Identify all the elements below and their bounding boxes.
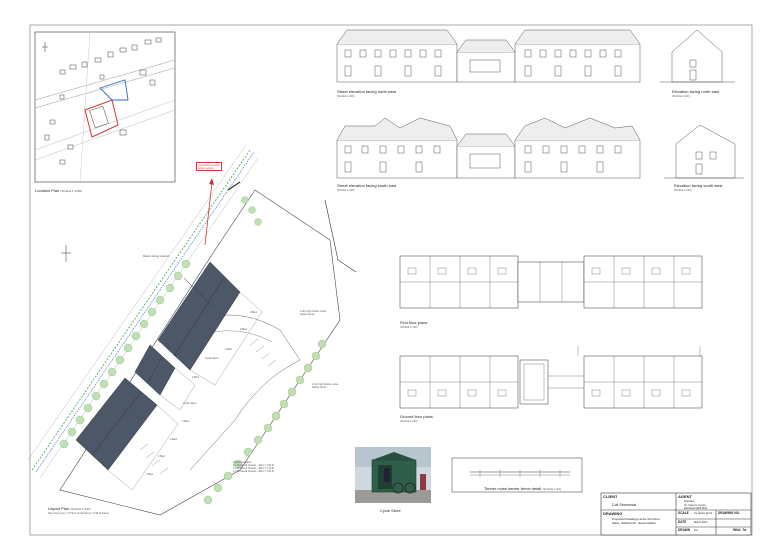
sewer-note: connection to main sewer system xyxy=(196,162,222,171)
elevation-ne-label: Elevation facing north east xyxy=(672,89,720,94)
schedule-title: Accommodation xyxy=(233,461,252,464)
hedge-note: Mature hedge retained xyxy=(143,255,170,258)
elevation-sw-label: Elevation facing south west xyxy=(674,183,723,188)
schedule-row: 4 x Terraced houses - 69m² / 742 ft² xyxy=(233,464,275,467)
first-floor-plan xyxy=(399,255,703,309)
drawing-no-heading: DRAWING NO. xyxy=(718,511,740,515)
drawn-heading: DRAWN xyxy=(678,528,691,532)
agent-line: St. Owen's Cross, xyxy=(684,502,707,507)
client-name: Colt Simmonds xyxy=(612,503,637,507)
drawing-no-value: Whit. 7a xyxy=(733,528,746,532)
first-floor-scale: (SCALE 1:100) xyxy=(400,326,418,329)
location-plan xyxy=(34,31,176,183)
agent-heading: AGENT xyxy=(678,494,692,499)
location-plan-label: Location Plan (SCALE 1:1250) xyxy=(35,188,83,193)
drawing-line: Proposed Dwellings at the Furniture xyxy=(612,517,660,521)
title-block-frame xyxy=(600,492,752,536)
schedule-row: 4 x Terraced houses - 69m² / 742 ft² xyxy=(233,467,275,470)
bed-label: 2 Bed xyxy=(225,348,232,351)
elevation-ne xyxy=(660,29,735,83)
street-elevation-nw-scale: (SCALE 1:100) xyxy=(337,95,355,98)
elevation-ne-scale: (SCALE 1:100) xyxy=(672,95,690,98)
cycle-store-note: Cycle Store xyxy=(205,357,219,360)
elevation-sw xyxy=(664,124,744,179)
scale-value: As shown @ A1 xyxy=(694,512,713,515)
fence-detail xyxy=(451,457,583,493)
ground-floor-plan xyxy=(399,346,703,409)
date-heading: DATE xyxy=(678,520,687,524)
bed-label: 2 Bed xyxy=(170,438,177,441)
scale-heading: SCALE xyxy=(678,511,689,515)
site-area-note: Site Area (net) = 1773m² (0.44 acres) / … xyxy=(48,512,109,515)
ground-floor-scale: (SCALE 1:100) xyxy=(400,420,418,423)
elevation-sw-scale: (SCALE 1:100) xyxy=(674,189,692,192)
street-elevation-nw-label: Street elevation facing north west xyxy=(337,89,397,94)
schedule-row: 2 x Terraced houses - 69m² / 742 ft² xyxy=(233,470,275,473)
client-heading: CLIENT xyxy=(603,494,618,499)
first-floor-label: First floor plans xyxy=(400,320,428,325)
street-elevation-se xyxy=(336,117,641,179)
drawn-value: AH xyxy=(694,529,698,532)
drawing-heading: DRAWING xyxy=(603,511,623,516)
fence-note: 2.4m high timber noise barrier fence xyxy=(300,310,327,316)
layout-plan-label: Layout Plan (SCALE 1:200) xyxy=(48,506,91,511)
bed-label: 2 Bed xyxy=(192,376,199,379)
sheet-border xyxy=(29,24,753,536)
drawing-line: Sales, Whitchurch, Herefordshire. xyxy=(612,521,657,525)
cycle-store-note-2: Cycle Store xyxy=(183,402,197,405)
layout-plan xyxy=(27,144,357,516)
cycle-store-label: Cycle Store xyxy=(380,508,401,513)
accommodation-schedule: Accommodation 4 x Terraced houses - 69m²… xyxy=(233,461,293,473)
street-elevation-nw xyxy=(336,29,641,83)
bed-label: 2 Bed xyxy=(182,420,189,423)
bed-label: 2 Bed xyxy=(158,455,165,458)
cycle-store-photo xyxy=(355,447,431,503)
bed-label: 2 Bed xyxy=(250,311,257,314)
bed-label: 2 Bed xyxy=(146,473,153,476)
ground-floor-label: Ground floor plans xyxy=(400,414,433,419)
fence-note-2: 2.4m high timber noise barrier fence xyxy=(312,383,339,389)
agent-line: Promote xyxy=(684,499,695,503)
fence-detail-label: Timber noise barrier fence detail (SCALE… xyxy=(484,486,561,491)
street-elevation-se-scale: (SCALE 1:100) xyxy=(337,189,355,192)
agent-line: Hereford HR2 8LD xyxy=(684,506,708,510)
bed-label: 2 Bed xyxy=(240,328,247,331)
date-value: March 2017 xyxy=(694,521,708,524)
street-elevation-se-label: Street elevation facing south east xyxy=(337,183,397,188)
